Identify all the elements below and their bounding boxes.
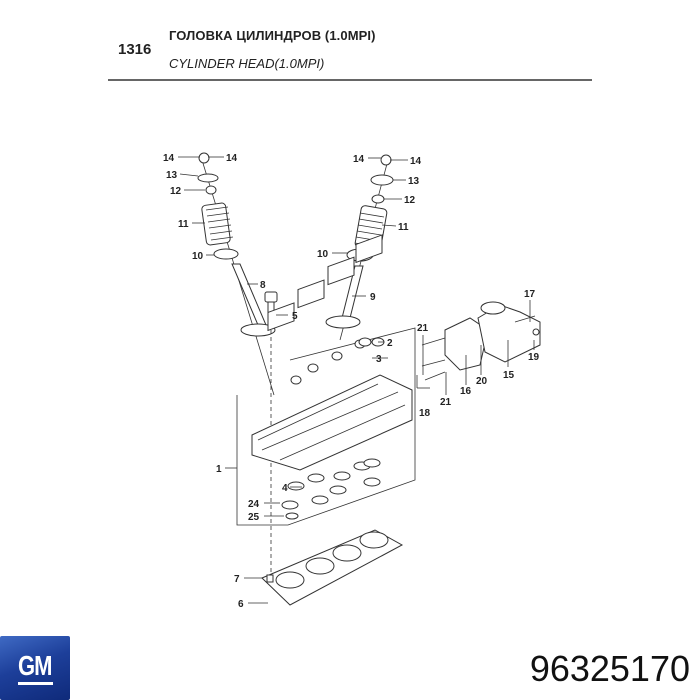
callout-5: 5 (292, 311, 298, 322)
thermostat-housing (421, 301, 541, 381)
section-code: 1316 (118, 41, 152, 58)
callout-18: 18 (419, 408, 431, 419)
callout-14: 14 (353, 154, 365, 165)
callout-19: 19 (528, 352, 540, 363)
part-number: 96325170 (529, 648, 690, 689)
callout-3: 3 (376, 354, 382, 365)
callout-4: 4 (282, 483, 288, 494)
callout-12: 12 (404, 195, 416, 206)
left-valve-assembly (197, 152, 276, 396)
callout-10: 10 (317, 249, 329, 260)
callout-10: 10 (192, 251, 204, 262)
callout-6: 6 (238, 599, 244, 610)
callout-7: 7 (234, 574, 240, 585)
callout-17: 17 (524, 289, 536, 300)
gm-logo-underline (18, 682, 53, 685)
callout-11: 11 (398, 222, 409, 233)
gm-logo-text: GM (18, 650, 52, 682)
title-russian: ГОЛОВКА ЦИЛИНДРОВ (1.0MPI) (169, 28, 376, 43)
callout-2: 2 (387, 338, 393, 349)
callout-16: 16 (460, 386, 472, 397)
callout-25: 25 (248, 512, 260, 523)
callout-21: 21 (417, 323, 429, 334)
callout-14: 14 (163, 153, 175, 164)
callout-24: 24 (248, 499, 260, 510)
callout-13: 13 (166, 170, 178, 181)
callout-11: 11 (178, 219, 189, 230)
callout-1: 1 (216, 464, 222, 475)
callout-12: 12 (170, 186, 182, 197)
callout-14: 14 (226, 153, 238, 164)
leader-lines (178, 156, 535, 604)
cylinder-head (236, 234, 416, 526)
title-english: CYLINDER HEAD(1.0MPI) (169, 56, 325, 71)
callout-20: 20 (476, 376, 488, 387)
callout-13: 13 (408, 176, 420, 187)
callout-14: 14 (410, 156, 422, 167)
callout-9: 9 (370, 292, 376, 303)
head-gasket (261, 529, 404, 606)
gm-logo: GM (0, 636, 70, 700)
callout-15: 15 (503, 370, 515, 381)
callout-8: 8 (260, 280, 266, 291)
header-divider (108, 79, 592, 81)
callout-21: 21 (440, 397, 452, 408)
